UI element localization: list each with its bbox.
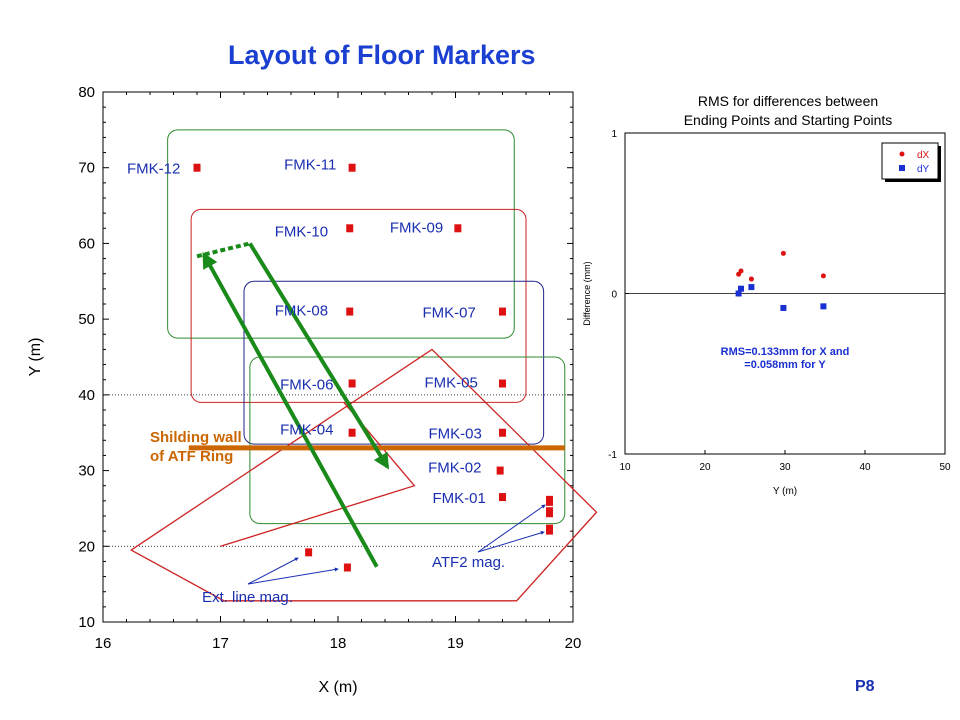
survey-region-1 xyxy=(167,129,515,339)
y-tick-label: 80 xyxy=(78,84,95,101)
y-tick-label: 40 xyxy=(78,387,95,404)
atf2-magnet-label: ATF2 mag. xyxy=(432,554,505,571)
rms-point-dx xyxy=(738,268,744,274)
floor-marker-fmk-07 xyxy=(499,307,506,316)
atf2-ring-outline xyxy=(129,348,598,602)
legend-marker-dx xyxy=(899,151,905,157)
annotation-pointer-arrow xyxy=(247,567,339,585)
floor-marker-label: FMK-12 xyxy=(127,161,180,178)
y-tick-label: 20 xyxy=(78,538,95,555)
floor-marker-fmk-05 xyxy=(499,379,506,388)
floor-marker-label: FMK-09 xyxy=(390,219,443,236)
atf2-magnet xyxy=(546,524,553,535)
rms-y-tick-label: -1 xyxy=(608,450,617,461)
floor-marker-label: FMK-03 xyxy=(429,426,482,443)
ext-line-magnet xyxy=(305,548,313,557)
legend-label: dY xyxy=(917,164,930,175)
floor-marker-fmk-01 xyxy=(499,493,506,502)
survey-path-arrow-1 xyxy=(202,251,379,568)
rms-x-tick-label: 10 xyxy=(619,462,631,473)
y-tick-label: 70 xyxy=(78,160,95,177)
floor-marker-label: FMK-06 xyxy=(280,377,333,394)
floor-marker-label: FMK-11 xyxy=(284,157,336,174)
floor-marker-label: FMK-08 xyxy=(275,303,328,320)
y-tick-label: 10 xyxy=(78,614,95,631)
rms-point-dy xyxy=(748,284,755,291)
atf2-magnet xyxy=(546,507,553,518)
floor-marker-label: FMK-05 xyxy=(425,375,478,392)
rms-y-tick-label: 1 xyxy=(611,129,617,140)
rms-legend xyxy=(881,142,939,180)
rms-x-tick-label: 40 xyxy=(859,462,871,473)
floor-marker-fmk-11 xyxy=(348,163,356,172)
x-tick-label: 16 xyxy=(95,635,112,652)
atf2-magnet xyxy=(546,495,553,506)
y-tick-label: 30 xyxy=(78,463,95,480)
floor-marker-fmk-04 xyxy=(348,428,356,437)
y-tick-label: 50 xyxy=(78,311,95,328)
rms-x-tick-label: 20 xyxy=(699,462,711,473)
floor-marker-fmk-08 xyxy=(346,307,354,316)
floor-marker-label: FMK-10 xyxy=(275,223,328,240)
rms-x-axis-label: Y (m) xyxy=(773,486,797,497)
rms-plot-frame xyxy=(624,132,946,455)
rms-point-dy xyxy=(780,304,787,311)
rms-point-dx xyxy=(736,271,742,277)
floor-marker-fmk-03 xyxy=(499,428,506,437)
floor-marker-layout-chart: 16 17 18 19 20 10 20 30 40 50 60 70 80 X (m) Y (m) FMK-… xyxy=(27,84,598,696)
x-axis-label: X (m) xyxy=(318,679,357,696)
rms-x-tick-label: 50 xyxy=(939,462,951,473)
floor-marker-label: FMK-07 xyxy=(423,305,476,322)
floor-marker-fmk-10 xyxy=(346,224,354,233)
annotation-pointer-arrow xyxy=(477,504,546,553)
rms-point-dx xyxy=(780,250,786,256)
floor-marker-fmk-09 xyxy=(454,224,462,233)
x-tick-label: 18 xyxy=(330,635,347,652)
survey-region-2 xyxy=(190,208,527,403)
y-axis-label: Y (m) xyxy=(27,338,44,377)
rms-legend-shadow xyxy=(885,146,941,182)
rms-point-dy xyxy=(820,303,827,310)
floor-marker-label: FMK-01 xyxy=(433,490,486,507)
annotation-pointer-arrow xyxy=(477,531,545,553)
rms-note: RMS=0.133mm for X and=0.058mm for Y xyxy=(721,346,850,371)
floor-marker-fmk-06 xyxy=(348,379,356,388)
ext-line-outline xyxy=(220,402,416,547)
x-tick-label: 17 xyxy=(212,635,229,652)
legend-marker-dy xyxy=(899,165,905,171)
page-title: Layout of Floor Markers xyxy=(228,40,536,70)
floor-marker-label: FMK-04 xyxy=(280,422,333,439)
rms-point-dx xyxy=(820,273,826,279)
ext-line-magnet-label: Ext. line mag. xyxy=(202,589,293,606)
legend-label: dX xyxy=(917,150,930,161)
floor-marker-fmk-12 xyxy=(193,163,201,172)
rms-point-dy xyxy=(735,290,742,297)
annotation-pointer-arrow xyxy=(247,557,299,585)
page-number: P8 xyxy=(855,678,875,695)
survey-region-4 xyxy=(249,356,566,525)
rms-point-dy xyxy=(738,285,744,292)
ext-line-magnet xyxy=(343,563,351,572)
x-tick-label: 19 xyxy=(447,635,464,652)
x-tick-label: 20 xyxy=(565,635,582,652)
floor-marker-fmk-02 xyxy=(496,466,504,475)
rms-x-tick-label: 30 xyxy=(779,462,791,473)
rms-y-tick-label: 0 xyxy=(611,290,617,301)
survey-region-3 xyxy=(243,280,545,445)
floor-marker-label: FMK-02 xyxy=(428,460,481,477)
y-tick-label: 60 xyxy=(78,235,95,252)
survey-path-arrow-2 xyxy=(248,242,390,470)
survey-path-arrow-3 xyxy=(196,241,251,259)
rms-point-dx xyxy=(748,276,754,282)
